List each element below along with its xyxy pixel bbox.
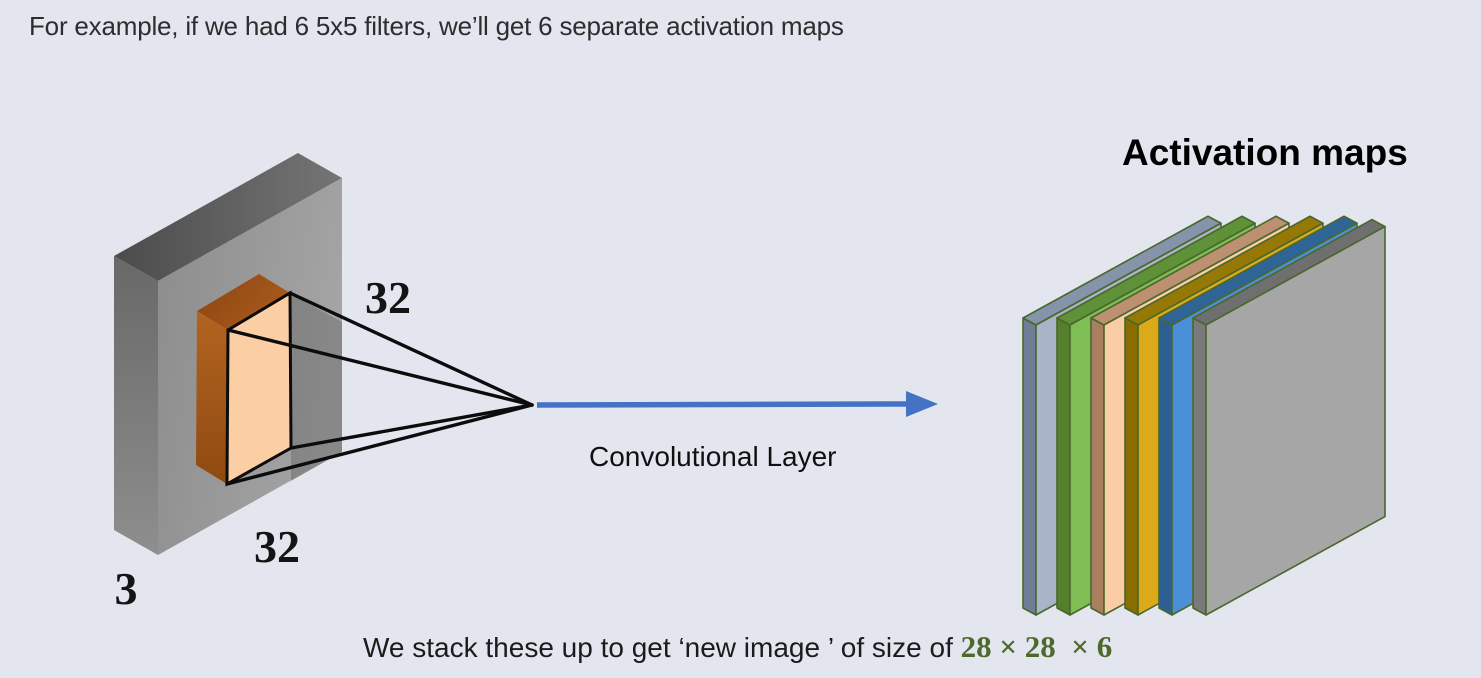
filter-side-face	[196, 311, 228, 484]
filter-top-face	[197, 274, 290, 330]
conv-layer-label: Convolutional Layer	[589, 441, 837, 472]
filter-box	[196, 274, 293, 487]
projection-cone	[225, 291, 534, 486]
bottom-caption: We stack these up to get ‘new image ’ of…	[363, 629, 1112, 665]
top-caption: For example, if we had 6 5x5 filters, we…	[29, 11, 844, 41]
conv-arrow	[536, 391, 938, 417]
cone-line-top-right	[288, 291, 534, 407]
activation-maps-title: Activation maps	[1122, 132, 1408, 173]
input-volume-side-face	[114, 256, 158, 555]
activation-map-4-gold-side-face	[1124, 317, 1139, 616]
cone-line-bottom-right	[289, 403, 534, 450]
activation-map-1-blue-gray-side-face	[1022, 317, 1037, 616]
input-width-label: 32	[365, 272, 411, 323]
activation-maps-stack	[1022, 215, 1386, 616]
cone-line-bottom-left	[225, 403, 534, 486]
input-volume-top-face	[114, 153, 342, 281]
conv-arrow-head	[906, 391, 938, 417]
activation-map-2-green-side-face	[1056, 317, 1071, 616]
activation-map-6-gray-side-face	[1192, 317, 1207, 616]
output-size-text: 28 × 28 × 6	[960, 629, 1113, 664]
cone-line-top-left	[226, 328, 534, 407]
activation-map-5-blue-side-face	[1158, 317, 1173, 616]
activation-map-6-gray-front-face	[1205, 225, 1386, 616]
filter-shadow	[291, 294, 342, 481]
bottom-caption-text: We stack these up to get ‘new image ’ of…	[363, 632, 961, 663]
input-height-label: 32	[254, 521, 300, 572]
input-depth-label: 3	[115, 563, 138, 614]
conv-arrow-shaft	[536, 401, 909, 408]
activation-map-3-peach-side-face	[1090, 317, 1105, 616]
